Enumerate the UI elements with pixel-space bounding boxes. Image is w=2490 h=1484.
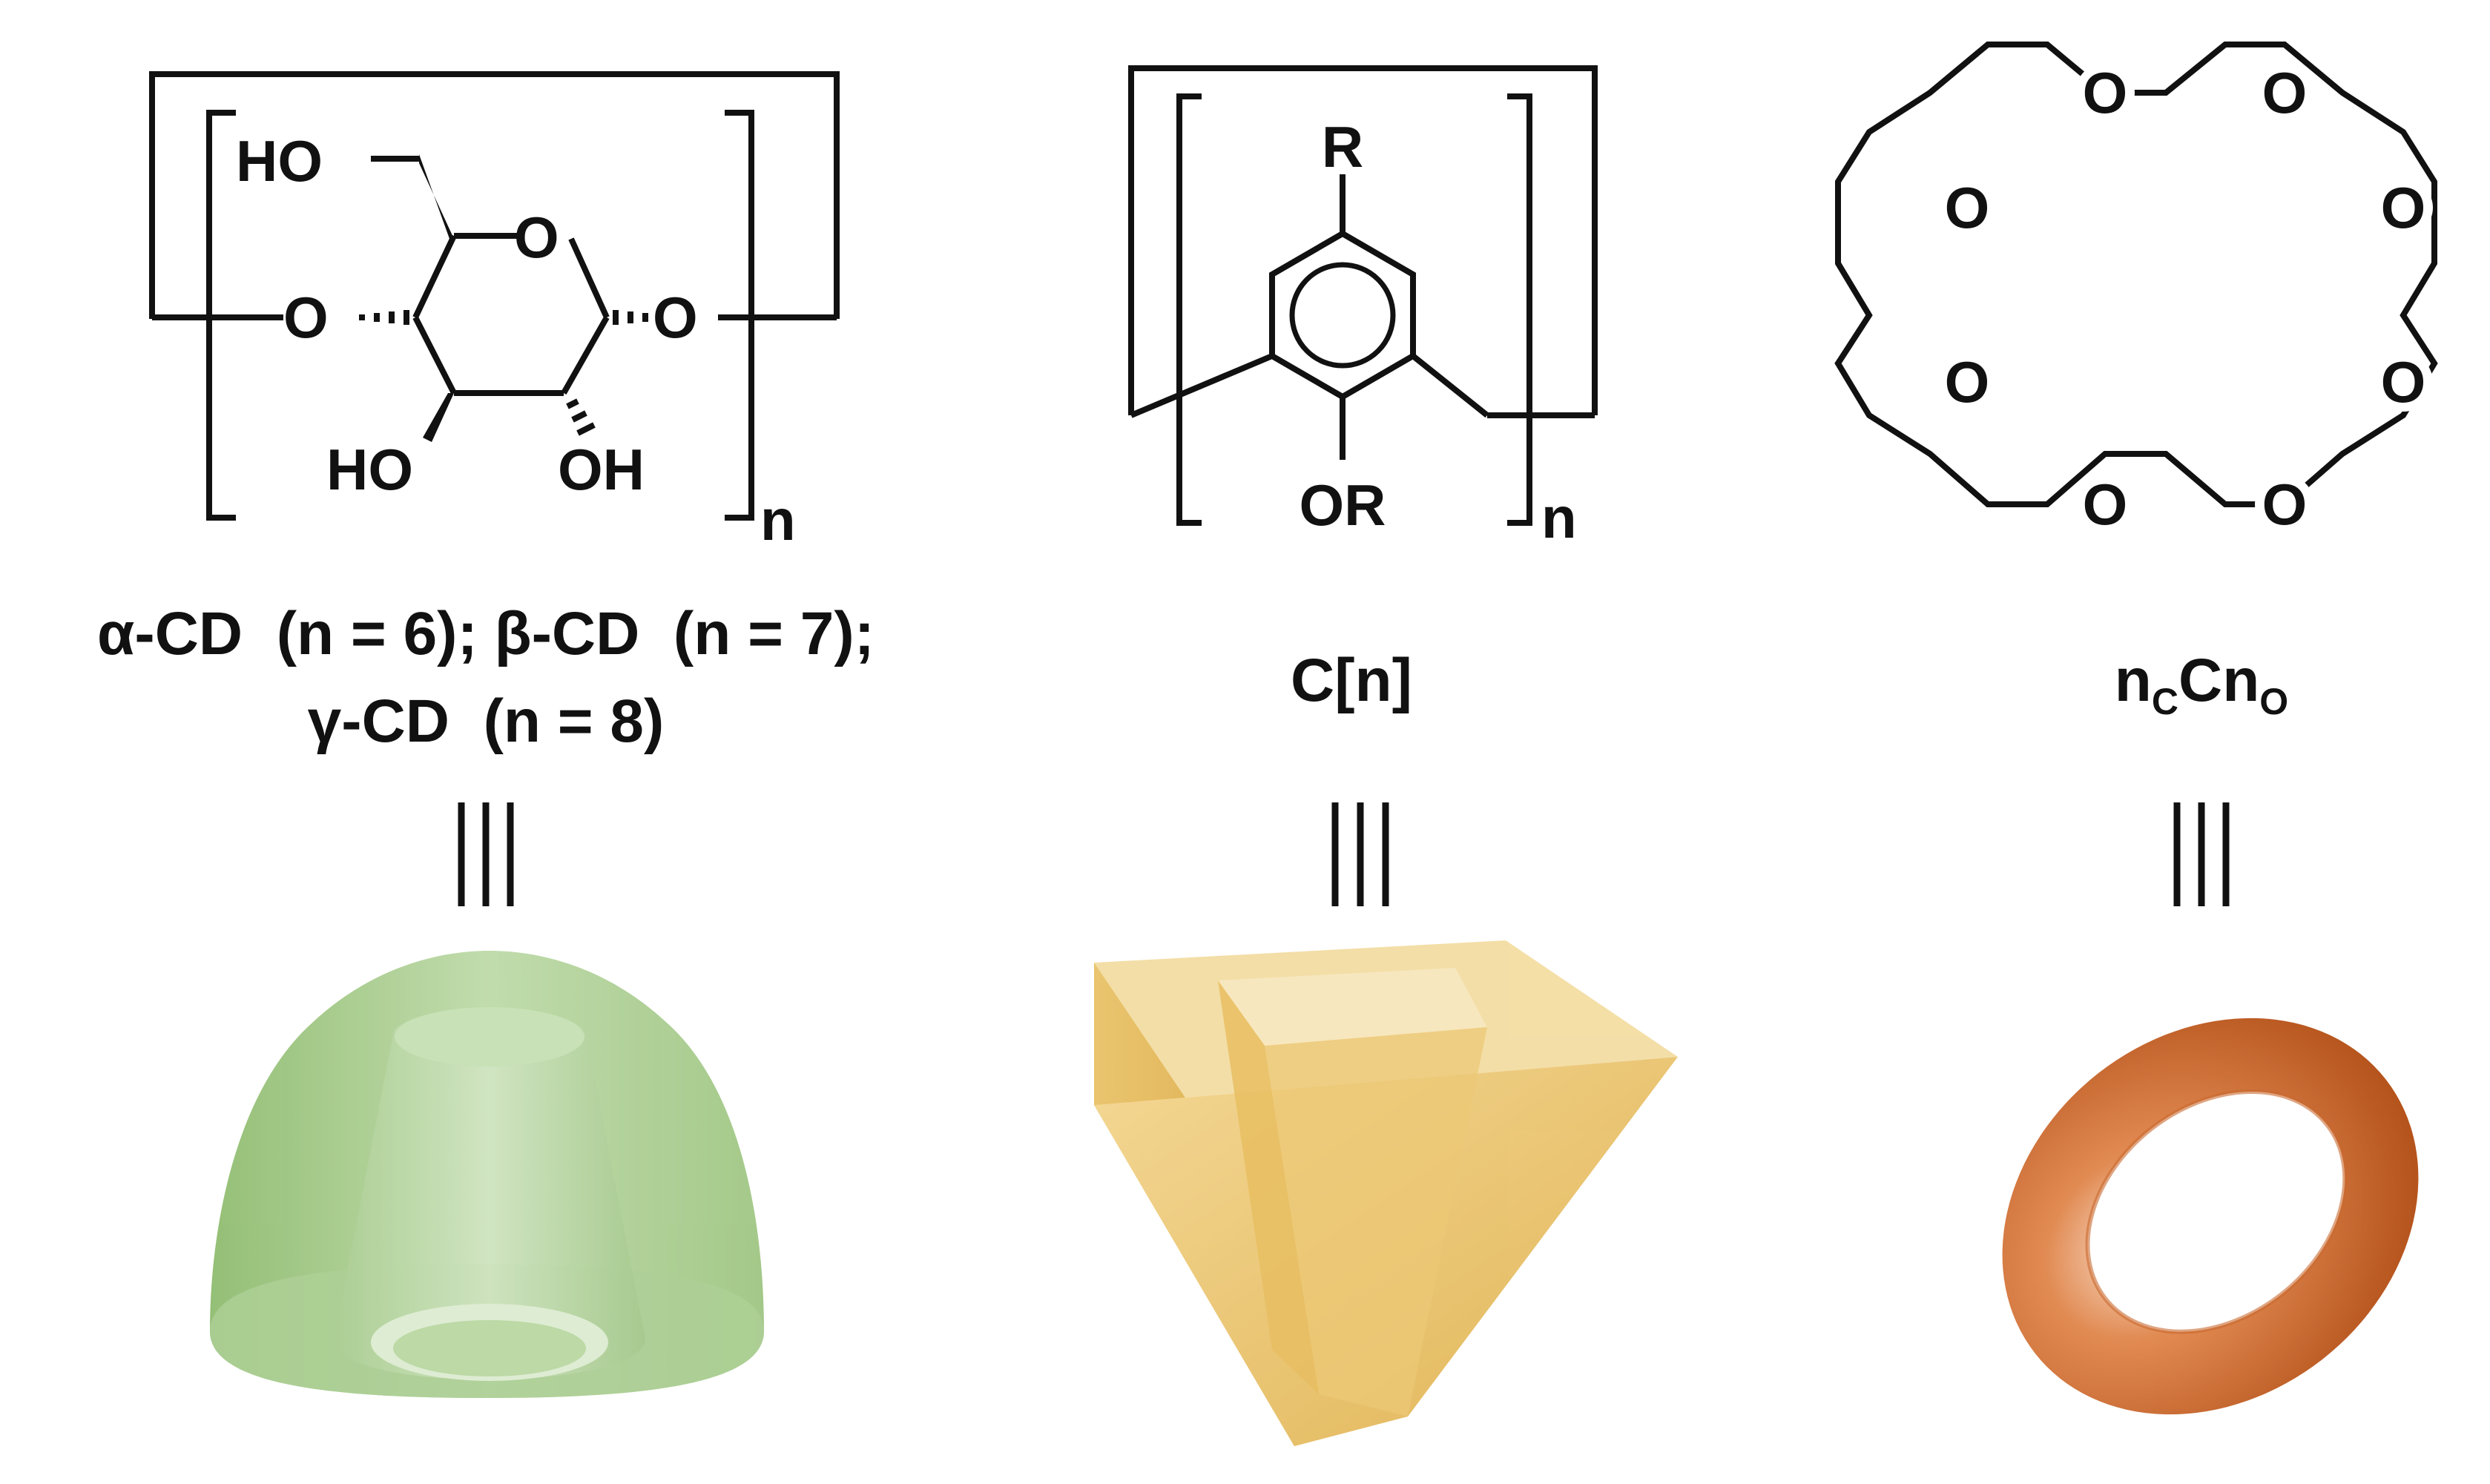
crown-oxygen-2: O — [2262, 60, 2308, 125]
atom-ho-bottom: HO — [326, 437, 413, 502]
atom-o-left: O — [283, 285, 329, 350]
crown-ether-oxygens: O O O O O O O O — [1937, 60, 2433, 537]
crown-oxygen-7: O — [1945, 349, 1990, 415]
cyclodextrin-caption-line2: γ-CD (n = 8) — [308, 687, 665, 755]
crown-oxygen-1: O — [2083, 60, 2128, 125]
crown-oxygen-4: O — [2381, 349, 2426, 415]
crown-caption-n: n — [2115, 647, 2152, 714]
cyclodextrin-3d-model — [210, 951, 764, 1398]
cyclodextrin-cyclic-frame — [149, 71, 840, 319]
wedge-bond-c2 — [423, 393, 454, 442]
equivalence-symbol-calixarene — [1331, 802, 1389, 906]
equivalence-symbol-crown-ether — [2173, 802, 2230, 906]
crown-caption-cn: Cn — [2178, 647, 2259, 714]
calixarene-left-bracket — [1176, 93, 1202, 526]
crown-ether-structure — [1834, 42, 2438, 507]
calixarene-right-bracket — [1507, 93, 1532, 526]
calixarene-repeat-index-n: n — [1541, 485, 1577, 550]
equivalence-symbol-cyclodextrin — [458, 802, 514, 906]
atom-o-right: O — [653, 285, 698, 350]
crown-ether-caption: nCCnO — [2115, 647, 2288, 722]
crown-oxygen-8: O — [1945, 175, 1990, 240]
calixarene-caption: C[n] — [1291, 647, 1412, 714]
crown-ether-ring — [1834, 42, 2438, 507]
calixarene-structure: R OR n — [1128, 65, 1598, 550]
hashed-bond-right — [613, 310, 663, 325]
atom-r-top: R — [1322, 114, 1363, 179]
calixarene-cyclic-frame — [1128, 65, 1598, 415]
atom-oh-bottom: OH — [558, 437, 645, 502]
atom-o-ring: O — [514, 205, 559, 270]
cyclodextrin-caption-line1: α-CD (n = 6); β-CD (n = 7); — [97, 600, 875, 667]
hashed-bond-left — [359, 310, 409, 325]
crown-ether-3d-model — [2002, 1018, 2419, 1415]
cyclodextrin-structure: HO O O O HO OH n — [149, 71, 840, 553]
crown-oxygen-5: O — [2262, 472, 2308, 537]
hashed-bond-c3 — [566, 398, 596, 436]
atom-ho-top: HO — [236, 128, 323, 194]
repeat-index-n: n — [760, 487, 796, 553]
atom-or-bottom: OR — [1300, 472, 1386, 538]
crown-caption-sub-c: C — [2152, 681, 2178, 722]
crown-oxygen-3: O — [2381, 175, 2426, 240]
calixarene-3d-model — [1094, 940, 1678, 1446]
crown-oxygen-6: O — [2083, 472, 2128, 537]
crown-caption-sub-o: O — [2259, 681, 2288, 722]
